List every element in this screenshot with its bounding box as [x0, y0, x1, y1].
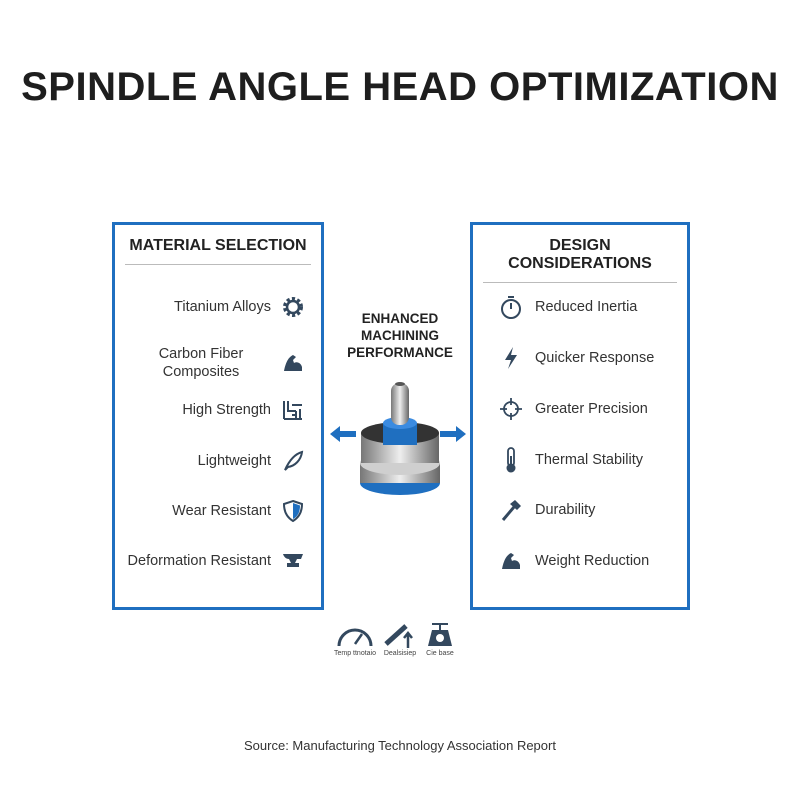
item-label: Lightweight [197, 453, 271, 469]
item-label: Thermal Stability [535, 452, 643, 468]
stopwatch-icon [497, 293, 525, 321]
flexed-arm-icon [497, 547, 525, 575]
feather-icon [279, 447, 307, 475]
bottom-icon-item: Cie base [415, 622, 465, 657]
list-item: Reduced Inertia [497, 293, 637, 321]
list-item: Quicker Response [497, 344, 654, 372]
source-note: Source: Manufacturing Technology Associa… [244, 738, 556, 753]
list-item: Titanium Alloys [174, 293, 307, 321]
bottom-icon-label: Temp ttnotaio [333, 650, 377, 657]
item-label: Durability [535, 502, 596, 518]
item-label: Titanium Alloys [174, 299, 271, 315]
spindle-angle-head-illustration [360, 382, 440, 495]
list-item: Greater Precision [497, 395, 648, 423]
item-label: Weight Reduction [535, 553, 650, 569]
flexed-arm-icon [279, 349, 307, 377]
bottom-icon-label: Dealsisiep [383, 650, 417, 657]
bottom-icon-item: Temp ttnotaio [330, 622, 380, 657]
item-label: Greater Precision [535, 401, 648, 417]
gear-icon [279, 293, 307, 321]
shield-icon [279, 497, 307, 525]
ruler-arrow-icon [384, 624, 413, 648]
list-item: Durability [497, 496, 595, 524]
list-item: Deformation Resistant [128, 547, 307, 575]
list-item: Wear Resistant [172, 497, 307, 525]
arrow-right-icon [440, 426, 466, 442]
hammer-icon [497, 496, 525, 524]
item-label: Quicker Response [535, 350, 655, 366]
panel-heading: MATERIAL SELECTION [125, 237, 311, 265]
grid-pattern-icon [279, 396, 307, 424]
list-item: Carbon Fiber Composites [127, 345, 307, 381]
page-title: SPINDLE ANGLE HEAD OPTIMIZATION [21, 65, 779, 109]
item-label: Wear Resistant [172, 503, 271, 519]
bottom-icon-item: Dealsisiep [375, 622, 425, 657]
list-item: Thermal Stability [497, 446, 643, 474]
lightning-icon [497, 344, 525, 372]
item-label: Reduced Inertia [535, 299, 638, 315]
anvil-icon [279, 547, 307, 575]
design-considerations-panel: DESIGN CONSIDERATIONS Reduced Inertia Qu… [470, 222, 690, 610]
list-item: High Strength [182, 396, 307, 424]
scale-icon [428, 623, 452, 646]
material-selection-panel: MATERIAL SELECTION Titanium Alloys Carbo… [112, 222, 324, 610]
panel-heading: DESIGN CONSIDERATIONS [483, 237, 677, 283]
item-label: High Strength [182, 402, 271, 418]
thermometer-icon [497, 446, 525, 474]
list-item: Weight Reduction [497, 547, 649, 575]
gauge-icon [337, 628, 373, 647]
item-label: Deformation Resistant [127, 553, 271, 569]
arrow-left-icon [330, 426, 356, 442]
list-item: Lightweight [198, 447, 307, 475]
crosshair-icon [497, 395, 525, 423]
bottom-icon-label: Cie base [426, 650, 454, 657]
item-label: Carbon Fiber Composites [158, 346, 244, 380]
center-label: ENHANCED MACHINING PERFORMANCE [347, 311, 453, 360]
